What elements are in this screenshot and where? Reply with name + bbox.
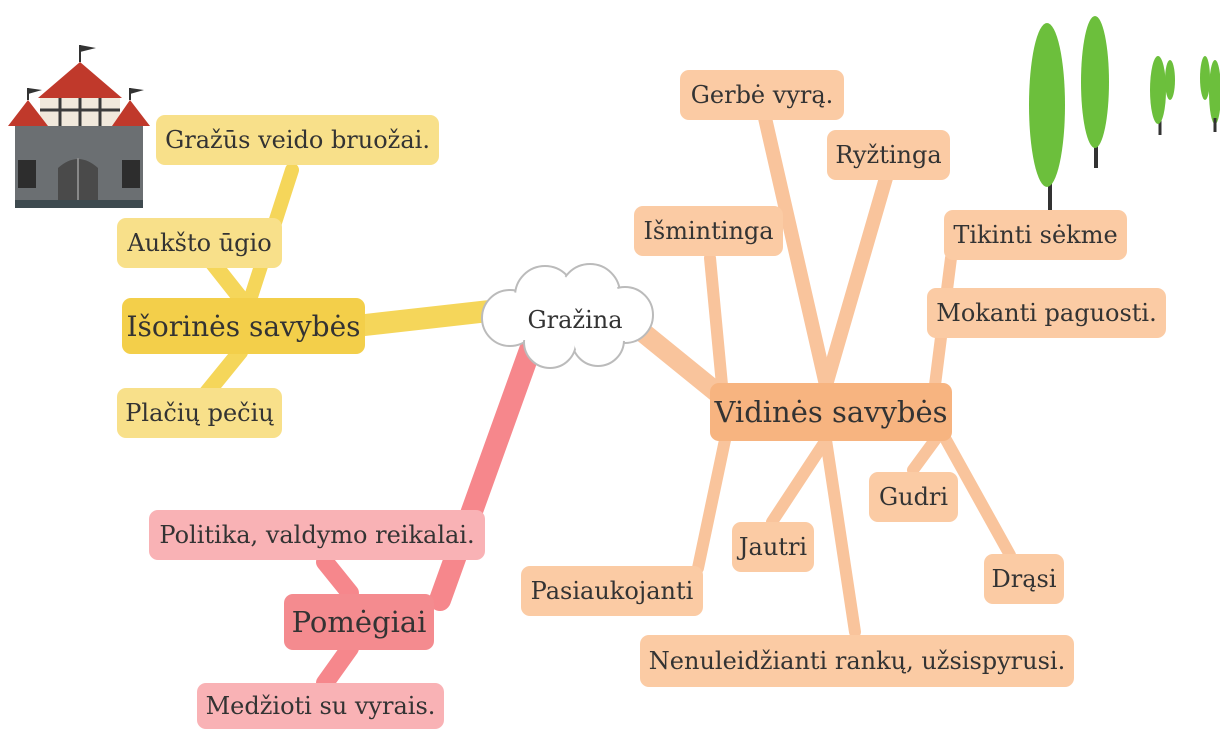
center-topic: Gražina xyxy=(527,306,623,334)
castle-icon xyxy=(8,45,150,208)
inner-item: Gudri xyxy=(869,472,958,522)
inner-item: Jautri xyxy=(732,522,814,572)
outer-item: Gražūs veido bruožai. xyxy=(156,115,439,165)
inner-item: Ryžtinga xyxy=(827,130,950,180)
inner-item: Išmintinga xyxy=(634,206,783,256)
branch-title-outer: Išorinės savybės xyxy=(122,298,365,354)
inner-item: Nenuleidžianti rankų, užsispyrusi. xyxy=(640,635,1074,687)
inner-item: Pasiaukojanti xyxy=(521,566,703,616)
trees-icon xyxy=(1029,16,1220,222)
inner-item: Gerbė vyrą. xyxy=(680,70,844,120)
inner-item: Tikinti sėkme xyxy=(944,210,1127,260)
branch-title-inner: Vidinės savybės xyxy=(710,383,952,441)
inner-item: Drąsi xyxy=(984,554,1064,604)
branch-title-hobbies: Pomėgiai xyxy=(284,594,434,650)
inner-item: Mokanti paguosti. xyxy=(927,288,1166,338)
outer-item: Plačių pečių xyxy=(117,388,282,438)
outer-item: Aukšto ūgio xyxy=(117,218,282,268)
hobby-item: Politika, valdymo reikalai. xyxy=(149,510,485,560)
hobby-item: Medžioti su vyrais. xyxy=(197,683,444,729)
